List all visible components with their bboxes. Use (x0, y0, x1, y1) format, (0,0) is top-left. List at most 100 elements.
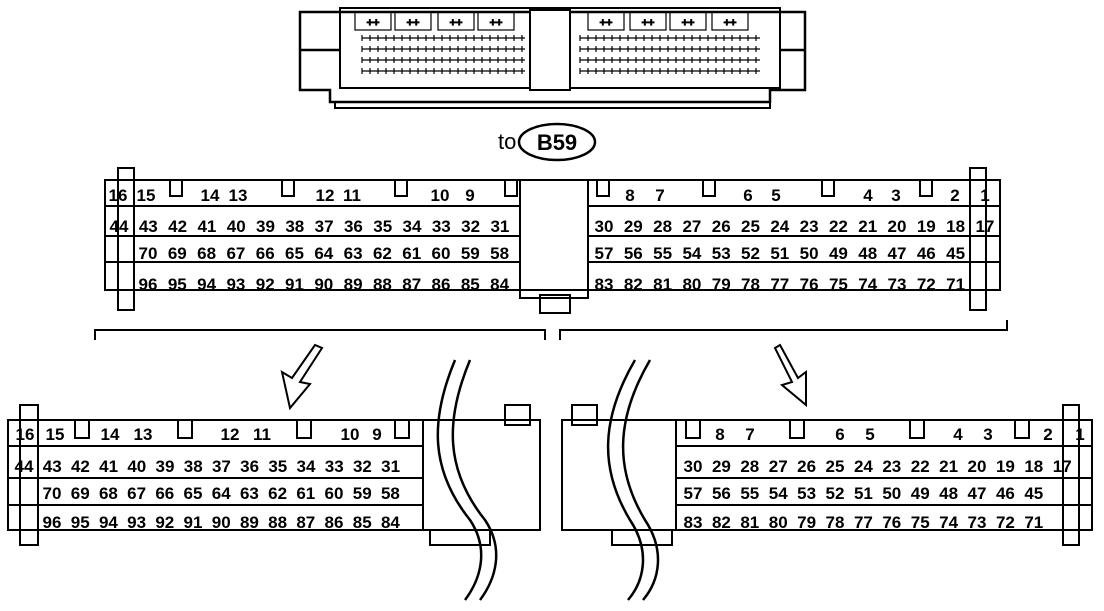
pin-label: 67 (127, 484, 146, 503)
pin-label: 11 (343, 186, 361, 205)
pin-label: 85 (353, 513, 372, 532)
pin-label: 55 (653, 244, 672, 263)
pin-label: 48 (858, 244, 877, 263)
pin-label: 47 (968, 484, 987, 503)
pin-label: 29 (712, 457, 731, 476)
pin-label: 6 (743, 186, 752, 205)
pin-label: 62 (268, 484, 287, 503)
ecu-clip (669, 11, 707, 31)
pin-label: 22 (911, 457, 930, 476)
stub-tab (429, 529, 491, 546)
pin-label: 20 (888, 217, 907, 236)
pin-label: 23 (800, 217, 819, 236)
center-tab (539, 294, 571, 314)
pin-label: 64 (212, 484, 231, 503)
pin-label: 7 (745, 425, 754, 444)
pin-label: 81 (740, 513, 759, 532)
pin-label: 44 (110, 217, 129, 236)
pin-label: 9 (372, 425, 381, 444)
latch-slot (596, 180, 610, 197)
pin-label: 85 (461, 275, 480, 294)
pin-label: 59 (461, 244, 480, 263)
pin-label: 76 (800, 275, 819, 294)
pin-label: 79 (712, 275, 731, 294)
pin-label: 65 (285, 244, 304, 263)
ecu-clip (437, 11, 475, 31)
right-ear (969, 167, 987, 311)
pin-label: 16 (109, 186, 128, 205)
pin-label: 75 (911, 513, 930, 532)
latch-slot (789, 420, 805, 439)
pin-label: 6 (835, 425, 844, 444)
pin-label: 78 (741, 275, 760, 294)
latch-slot (74, 420, 90, 439)
latch-slot (504, 180, 518, 197)
pin-label: 23 (882, 457, 901, 476)
ecu-clip-mark: ++ (724, 17, 737, 29)
pin-label: 61 (296, 484, 315, 503)
pin-label: 60 (432, 244, 451, 263)
pin-label: 83 (595, 275, 614, 294)
pin-label: 54 (682, 244, 701, 263)
stub-tab (504, 404, 531, 426)
pin-label: 63 (240, 484, 259, 503)
pin-label: 60 (325, 484, 344, 503)
pin-label: 15 (137, 186, 156, 205)
ecu-connector-drawing: ++++++++++++++++ (298, 7, 807, 109)
pin-label: 50 (882, 484, 901, 503)
pin-label: 50 (800, 244, 819, 263)
connector-label: to B59 (498, 122, 597, 162)
latch-slot (296, 420, 312, 439)
pin-label: 56 (624, 244, 643, 263)
pin-label: 54 (769, 484, 788, 503)
latch-slot (394, 180, 408, 197)
pin-label: 76 (882, 513, 901, 532)
pin-label: 74 (939, 513, 958, 532)
pin-label: 8 (625, 186, 634, 205)
pin-label: 17 (975, 217, 994, 236)
pin-label: 45 (946, 244, 965, 263)
pin-label: 5 (865, 425, 874, 444)
pin-label: 40 (127, 457, 146, 476)
pin-label: 66 (155, 484, 174, 503)
pin-label: 19 (917, 217, 936, 236)
pin-label: 57 (595, 244, 614, 263)
pin-label: 80 (682, 275, 701, 294)
pin-label: 41 (99, 457, 118, 476)
pin-label: 51 (770, 244, 789, 263)
connector-label-id: B59 (537, 130, 577, 155)
pin-label: 47 (888, 244, 907, 263)
pin-label: 12 (221, 425, 240, 444)
pin-label: 82 (712, 513, 731, 532)
pin-label: 56 (712, 484, 731, 503)
split-bracket (94, 320, 1008, 340)
pin-label: 64 (314, 244, 333, 263)
latch-slot (685, 420, 701, 439)
pin-label: 34 (297, 457, 316, 476)
pin-label: 28 (740, 457, 759, 476)
pin-label: 61 (402, 244, 421, 263)
pin-label: 40 (227, 217, 246, 236)
connector-stub (561, 419, 676, 531)
pin-label: 87 (402, 275, 421, 294)
pin-label: 14 (201, 186, 220, 205)
ecu-clip-mark: ++ (407, 17, 420, 29)
pin-label: 31 (381, 457, 400, 476)
left-ear (19, 404, 39, 546)
arrow-left (280, 343, 324, 411)
pin-label: 21 (939, 457, 958, 476)
pin-label: 68 (197, 244, 216, 263)
pin-label: 69 (168, 244, 187, 263)
latch-slot (394, 420, 410, 439)
pin-label: 95 (71, 513, 90, 532)
pin-label: 18 (1024, 457, 1043, 476)
pin-label: 2 (950, 186, 959, 205)
pin-label: 88 (268, 513, 287, 532)
pin-label: 91 (285, 275, 304, 294)
pin-label: 93 (226, 275, 245, 294)
pin-label: 27 (769, 457, 788, 476)
ecu-clip-mark: ++ (490, 17, 503, 29)
pin-label: 87 (296, 513, 315, 532)
